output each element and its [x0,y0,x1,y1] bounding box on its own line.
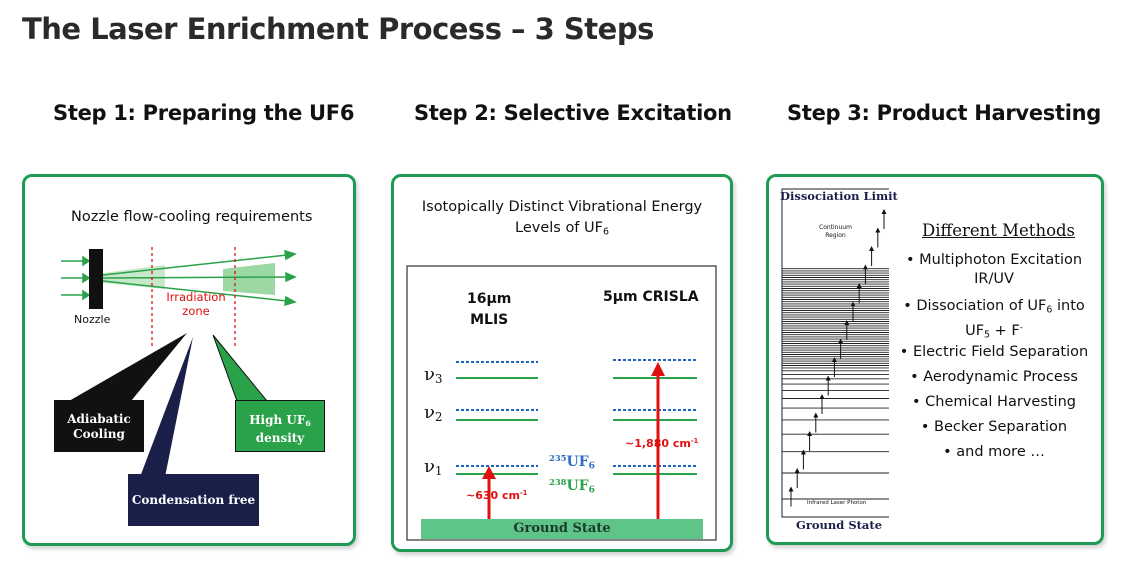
crisla-levels [613,359,697,475]
method-chemical: • Chemical Harvesting [912,394,1076,410]
diagram-frame [406,265,717,541]
ground-state-label: Ground State [513,521,611,536]
method-electric-field: • Electric Field Separation [899,344,1089,360]
dissociation-limit-label: Dissociation Limit [780,189,898,203]
diverging-arrows [102,249,297,307]
page-title: The Laser Enrichment Process – 3 Steps [22,12,654,46]
mlis-arrow [482,466,496,519]
photon-arrow [862,264,868,285]
ladder-ground-state-label: Ground State [796,518,883,532]
nozzle-diagram [61,247,297,477]
jet-plume-far [223,263,275,295]
ground-state-bar [421,519,703,539]
method-becker: • Becker Separation [920,419,1068,435]
crisla-arrow [651,362,665,519]
step1-panel: Nozzle flow-cooling requirements Nozzle … [22,174,356,546]
photon-arrow [875,227,881,248]
photon-arrow [825,375,831,396]
photon-arrow [838,338,844,359]
method-dissociation: • Dissociation of UF6 into UF5 + F- [903,298,1085,341]
callout-pointer-adiabatic [69,333,187,401]
step1-heading: Step 1: Preparing the UF6 [53,101,355,125]
photon-arrow [807,431,813,451]
step2-panel: Isotopically Distinct Vibrational Energy… [391,174,733,552]
callout-pointer-condensation [140,337,193,477]
photon-arrow [813,412,819,433]
callout-pointer-density [212,334,269,402]
crisla-energy-label: ~1,880 cm-1 [625,437,699,450]
ladder-photon-arrows [788,209,887,507]
infrared-photon-label: Infrared Laser Photon [807,500,867,506]
multiphoton-ladder [781,188,889,518]
isotope-238-label: 238UF6 [549,477,595,496]
photon-arrow [794,468,800,488]
inflow-arrows [61,255,91,301]
ladder-frame [781,188,889,518]
step3-heading: Step 3: Product Harvesting [787,101,1101,125]
mlis-levels [456,361,538,475]
method-and-more: • and more … [943,444,1045,460]
nozzle-label: Nozzle [74,313,111,326]
methods-heading: Different Methods [922,221,1076,240]
photon-arrow [831,357,837,377]
photon-arrow [819,394,825,414]
photon-arrow [844,320,850,340]
step2-subtitle: Isotopically Distinct Vibrational Energy… [421,199,703,238]
level-v3-label: ν3 [424,364,443,386]
method-aerodynamic: • Aerodynamic Process [910,369,1078,385]
level-v2-label: ν2 [424,402,443,424]
energy-level-diagram [406,265,717,541]
photon-arrow [850,301,856,322]
photon-arrow [869,246,875,266]
photon-arrow [881,209,887,229]
step1-subtitle: Nozzle flow-cooling requirements [71,209,313,225]
photon-arrow [856,283,862,303]
photon-arrow [788,486,794,507]
nozzle-block [89,249,103,309]
ladder-levels [782,268,889,500]
mlis-energy-label: ~630 cm-1 [466,489,528,502]
step2-heading: Step 2: Selective Excitation [414,101,732,125]
crisla-label: 5µm CRISLA [603,289,699,305]
isotope-235-label: 235UF6 [549,453,595,472]
callout-condensation-free: Condensation free [128,474,259,526]
level-v1-label: ν1 [424,456,443,478]
photon-arrow [800,449,806,470]
